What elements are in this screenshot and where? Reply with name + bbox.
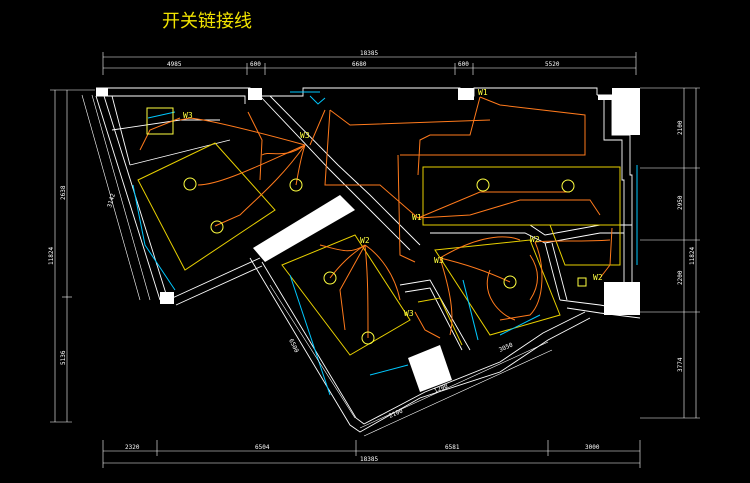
switch-label: W3 <box>183 111 193 120</box>
switch-label: W3 <box>300 131 310 140</box>
junction-box-icon <box>577 277 587 287</box>
column-bottom-center <box>408 345 452 392</box>
top-dim-4: 600 <box>458 61 469 68</box>
lamp-icon <box>289 178 303 192</box>
lamp-icon <box>323 271 337 285</box>
switch-label: W1 <box>478 88 488 97</box>
right-dim-1: 2100 <box>677 120 684 135</box>
lamp-icon <box>503 275 517 289</box>
left-slant-dim: 3142 <box>106 192 117 208</box>
lamp-icon <box>183 177 197 191</box>
bottom-dim-4: 3000 <box>585 444 600 451</box>
column-top-mid-left <box>248 88 262 100</box>
drawing-title: 开关链接线 <box>162 11 252 32</box>
column-top-mid-right <box>458 88 474 100</box>
right-dim-3: 2200 <box>677 270 684 285</box>
top-dim-3: 6680 <box>352 61 367 68</box>
accent-lines <box>132 91 638 396</box>
right-dimension-chain: 2100 2950 2200 3774 11824 <box>640 87 700 419</box>
left-dim-1: 2638 <box>60 185 67 200</box>
top-dim-2: 600 <box>250 61 261 68</box>
left-dimension-chain: 11824 2638 5136 3142 <box>48 89 151 423</box>
lamp-panel-icon <box>146 107 174 135</box>
bottom-dimension-chain: 2320 6504 6581 3000 18385 <box>102 440 641 468</box>
inner-dim-1: 2100 <box>388 407 404 419</box>
inner-dim-3: 3050 <box>498 341 514 353</box>
switch-label: W2 <box>593 273 603 282</box>
ceiling-outlines <box>137 142 621 356</box>
bottom-dim-3: 6581 <box>445 444 460 451</box>
top-total-dim: 18385 <box>360 50 378 57</box>
switch-label: W2 <box>530 235 540 244</box>
lamp-icon <box>476 178 490 192</box>
bottom-dim-2: 6504 <box>255 444 270 451</box>
column-bottom-right <box>604 282 640 315</box>
beam-diagonal <box>253 195 355 262</box>
inner-dim-4: 6500 <box>287 338 300 354</box>
right-dim-4: 3774 <box>677 357 684 372</box>
right-dim-2: 2950 <box>677 195 684 210</box>
switch-labels: W3 W3 W1 W1 W2 W3 W3 W2 W2 <box>183 88 603 318</box>
lamp-icon <box>210 220 224 234</box>
top-dim-5: 5520 <box>545 61 560 68</box>
top-dim-1: 4985 <box>167 61 182 68</box>
lamps <box>146 107 587 345</box>
structural-columns <box>96 88 640 392</box>
right-total-dim: 11824 <box>689 247 696 265</box>
bottom-total-dim: 18385 <box>360 456 378 463</box>
column-top-right <box>598 88 640 135</box>
column-bottom-left <box>160 292 174 304</box>
switch-label: W2 <box>360 236 370 245</box>
walls <box>95 87 641 433</box>
switch-label: W3 <box>404 309 414 318</box>
column-top-left <box>96 88 108 96</box>
switch-label: W3 <box>434 256 444 265</box>
wiring <box>139 96 613 339</box>
top-dimension-chain: 18385 4985 600 6680 600 5520 <box>102 50 637 75</box>
lamp-icon <box>561 179 575 193</box>
bottom-dim-1: 2320 <box>125 444 140 451</box>
left-dim-2: 5136 <box>60 350 67 365</box>
switch-label: W1 <box>412 213 422 222</box>
left-total-dim: 11824 <box>48 247 55 265</box>
lamp-icon <box>361 331 375 345</box>
